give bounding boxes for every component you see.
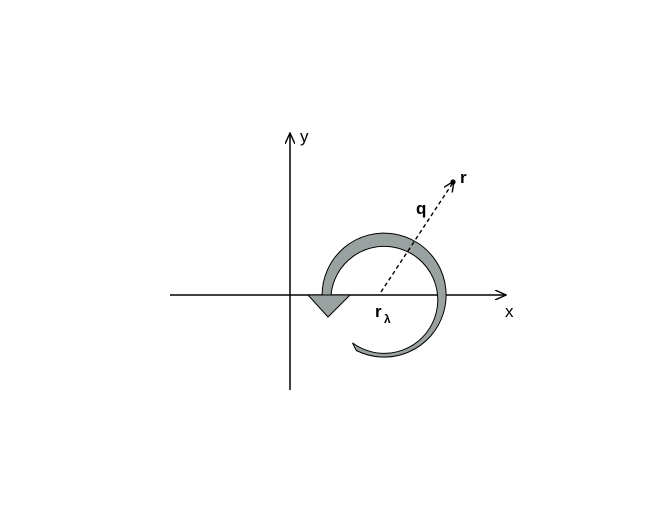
rotation-arrow-head: [306, 294, 352, 318]
rotation-arrow-body: [321, 232, 447, 358]
x-axis-label: x: [505, 302, 514, 321]
point-r-label: r: [460, 168, 467, 187]
vector-q-label: q: [416, 199, 426, 218]
point-r: [450, 179, 456, 185]
center-label: r: [375, 302, 382, 321]
y-axis-label: y: [300, 127, 309, 146]
vector-q: [380, 181, 454, 293]
counterclockwise-rotation-arrow-icon: [306, 232, 447, 358]
center-label-subscript: λ: [384, 312, 391, 326]
